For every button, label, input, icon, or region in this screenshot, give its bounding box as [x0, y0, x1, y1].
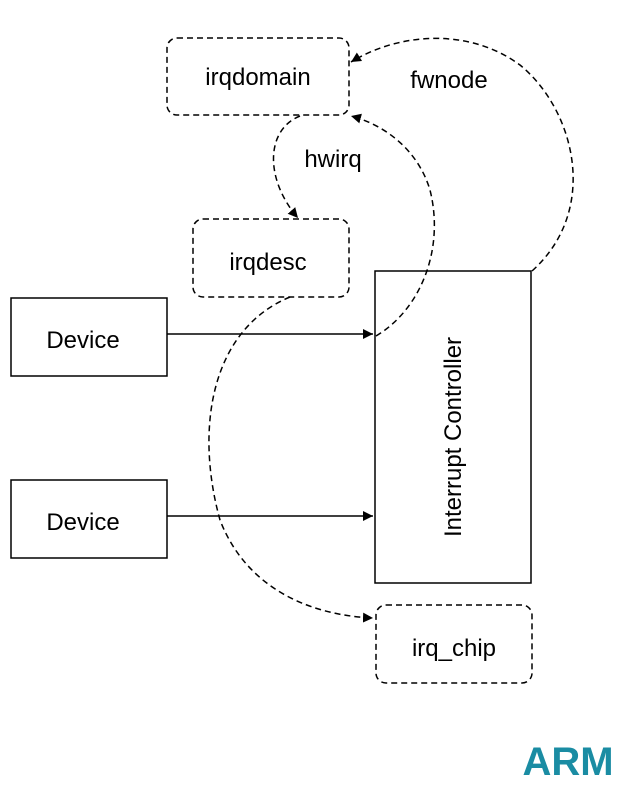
device-2-label: Device: [46, 509, 119, 536]
interrupt-controller-label: Interrupt Controller: [440, 337, 467, 537]
irqdesc-label: irqdesc: [229, 249, 306, 276]
device-node-2: Device: [10, 479, 168, 559]
edge-hwirq: [272, 115, 301, 219]
device-node-1: Device: [10, 297, 168, 377]
hwirq-label: hwirq: [304, 146, 361, 173]
irqdomain-label: irqdomain: [205, 64, 310, 91]
edge-controller-to-irqdomain: [350, 113, 436, 337]
edge-irqdesc-to-irq-chip: [208, 296, 374, 623]
device-1-label: Device: [46, 327, 119, 354]
edge-fwnode: [350, 37, 574, 272]
irqdesc-node: irqdesc: [192, 218, 350, 298]
arm-logo: ARM: [522, 740, 613, 784]
irq-chip-node: irq_chip: [375, 604, 533, 684]
irq-chip-label: irq_chip: [412, 635, 496, 662]
fwnode-label: fwnode: [410, 67, 487, 94]
interrupt-controller-node: Interrupt Controller: [374, 270, 532, 584]
irqdomain-node: irqdomain: [166, 37, 350, 116]
